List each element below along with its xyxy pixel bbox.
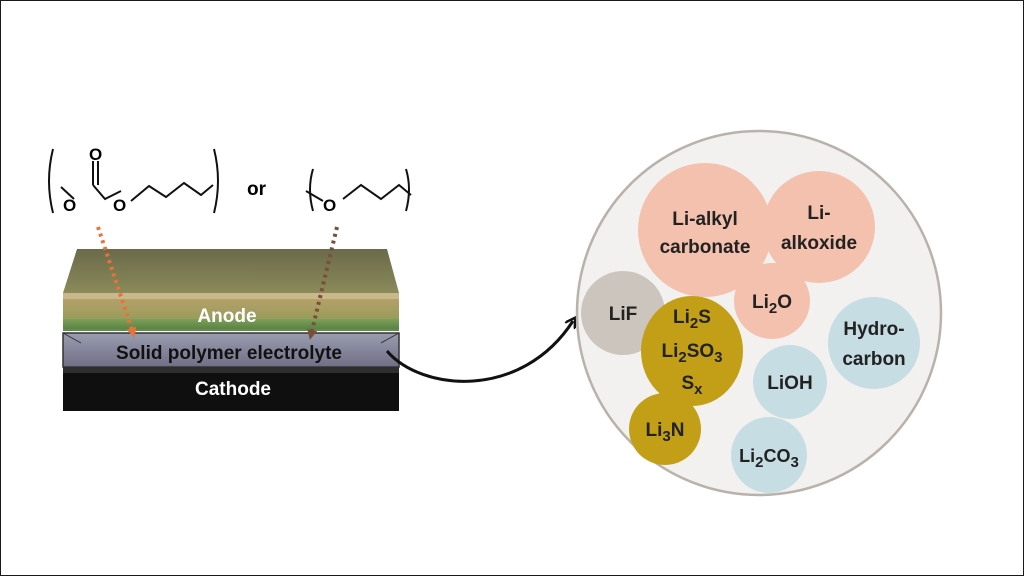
top-surface	[63, 249, 399, 293]
orange-dotted-arrow	[96, 226, 137, 338]
right-bracket-2	[405, 168, 410, 212]
li-alkoxide-line2: alkoxide	[781, 233, 857, 254]
right-bracket	[213, 148, 219, 214]
li2s-label: Li2S	[673, 307, 711, 332]
hydrocarbon-circle	[828, 297, 920, 389]
carbonate-backbone	[60, 186, 75, 200]
left-bracket	[48, 148, 54, 214]
li2co3-label: Li2CO3	[739, 446, 799, 471]
li3n-label: Li3N	[646, 420, 685, 445]
brown-dotted-arrow	[307, 226, 339, 340]
battery-stack	[62, 249, 400, 411]
atom-o-3: O	[113, 196, 126, 215]
polycarbonate-structure	[48, 148, 219, 214]
lioh-circle	[753, 345, 827, 419]
electrolyte-label: Solid polymer electrolyte	[116, 343, 342, 364]
left-bracket-2	[309, 168, 314, 212]
atom-o-4: O	[323, 196, 336, 215]
li2o-circle	[734, 263, 810, 339]
polyether-structure	[305, 168, 412, 212]
or-connector: or	[247, 179, 267, 200]
atom-o-2: O	[89, 145, 102, 164]
sulfur-group-circle	[641, 296, 743, 406]
li-alkoxide-line1: Li-	[807, 203, 830, 224]
li-alkyl-carbonate-circle	[638, 163, 772, 297]
sx-label: Sx	[681, 373, 703, 398]
li-alkyl-carbonate-line1: Li-alkyl	[672, 209, 737, 230]
li-alkyl-carbonate-line2: carbonate	[660, 237, 751, 258]
atom-o-1: O	[63, 196, 76, 215]
lif-label: LiF	[609, 304, 638, 325]
curved-arrow	[385, 321, 573, 383]
li-alkoxide-circle	[763, 171, 875, 283]
li2o-label: Li2O	[752, 292, 792, 317]
hydrocarbon-line1: Hydro-	[843, 319, 904, 340]
li3n-circle	[629, 393, 701, 465]
anode-label: Anode	[197, 306, 256, 327]
lioh-label: LiOH	[767, 373, 812, 394]
li2co3-circle	[731, 417, 807, 493]
cathode-layer	[63, 367, 399, 411]
hydrocarbon-line2: carbon	[842, 349, 905, 370]
cathode-label: Cathode	[195, 379, 271, 400]
li2so3-label: Li2SO3	[661, 341, 722, 366]
